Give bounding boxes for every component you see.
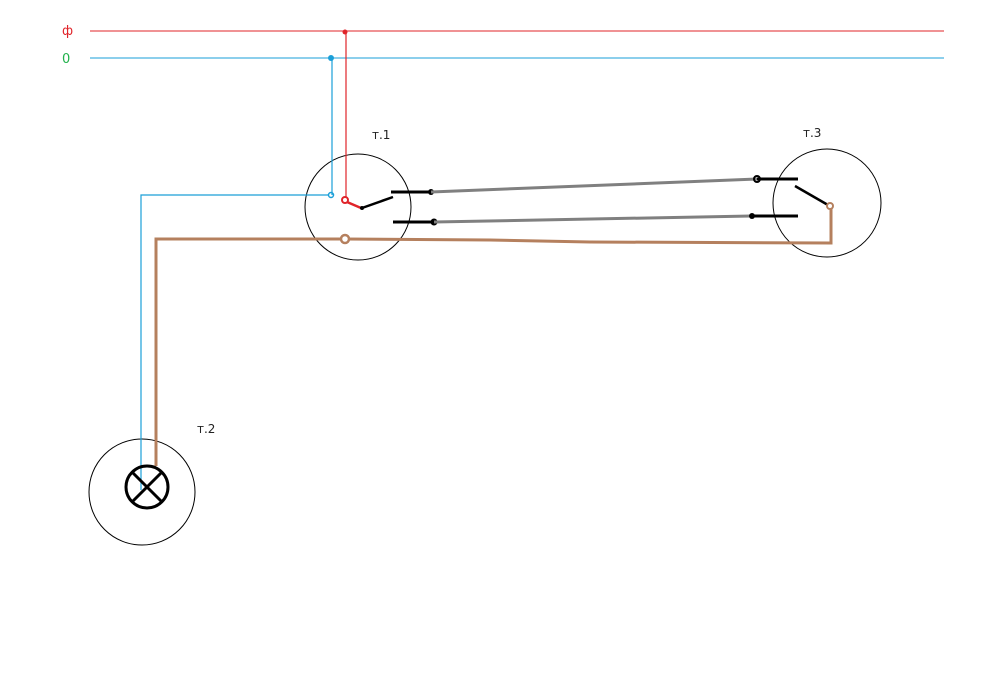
label-t1: т.1 (372, 128, 390, 142)
traveler-wire-2 (433, 214, 752, 224)
switch-t1 (360, 189, 438, 226)
load-wire (154, 202, 834, 466)
junction-box-t2 (88, 438, 196, 546)
neutral-rail-label: 0 (62, 52, 70, 67)
traveler-wire-1 (430, 177, 758, 194)
label-t3: т.3 (803, 126, 821, 140)
label-t2: т.2 (197, 422, 215, 436)
junction-box-t3 (772, 148, 882, 258)
phase-wire (341, 29, 362, 210)
switch-t3 (749, 175, 829, 219)
phase-rail-label: ф (62, 24, 73, 39)
lamp-icon (124, 464, 170, 510)
junction-box-t1 (304, 153, 412, 261)
neutral-wire (140, 55, 335, 490)
